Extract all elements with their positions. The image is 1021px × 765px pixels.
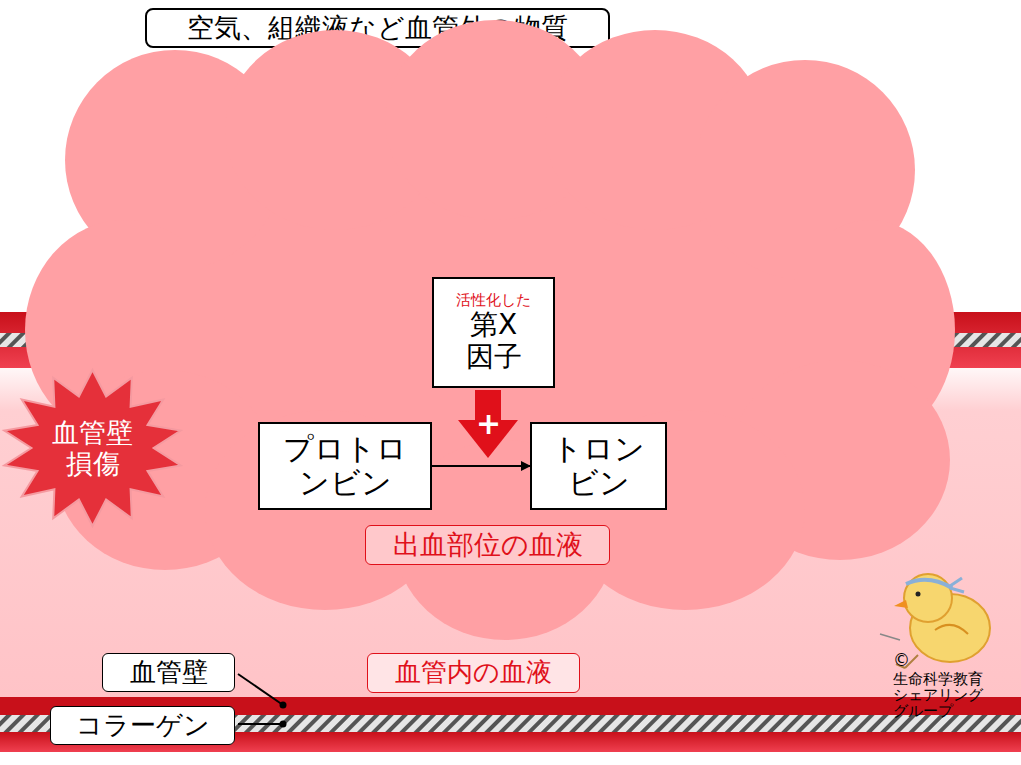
leader-line [238,723,283,725]
label-box: 血管壁 [102,653,235,692]
plus-sign: + [476,409,500,439]
node-text: 血管壁 損傷 [45,417,140,479]
factor-box: 活性化した第X 因子 [432,277,555,388]
process-box: トロン ビン [530,422,667,510]
state-label: 活性化した [456,292,531,309]
leader-dot [280,702,287,709]
node-text: 第X 因子 [440,309,547,373]
label-box: 血管内の血液 [367,653,580,693]
leader-line [238,674,283,705]
node-text: トロン ビン [542,432,655,501]
cloud-region: 出血部位の血液 活性化した第X 因子プロトロ ンビン トロン ビン [25,40,955,640]
starburst-callout: 血管壁 損傷 [0,368,185,528]
node-text: 血管壁 [130,658,208,688]
process-box: プロトロ ンビン [258,422,432,510]
copyright-text: 生命科学教育 シェアリング グループ [893,672,993,719]
label-box: コラーゲン [50,706,235,745]
node-text: コラーゲン [76,711,210,741]
chick-mascot [880,574,990,668]
copyright-mark: © [893,652,915,669]
leader-dot [280,721,287,728]
node-text: プロトロ ンビン [270,432,420,501]
node-text: 出血部位の血液 [365,525,610,565]
node-text: 血管内の血液 [395,658,552,688]
